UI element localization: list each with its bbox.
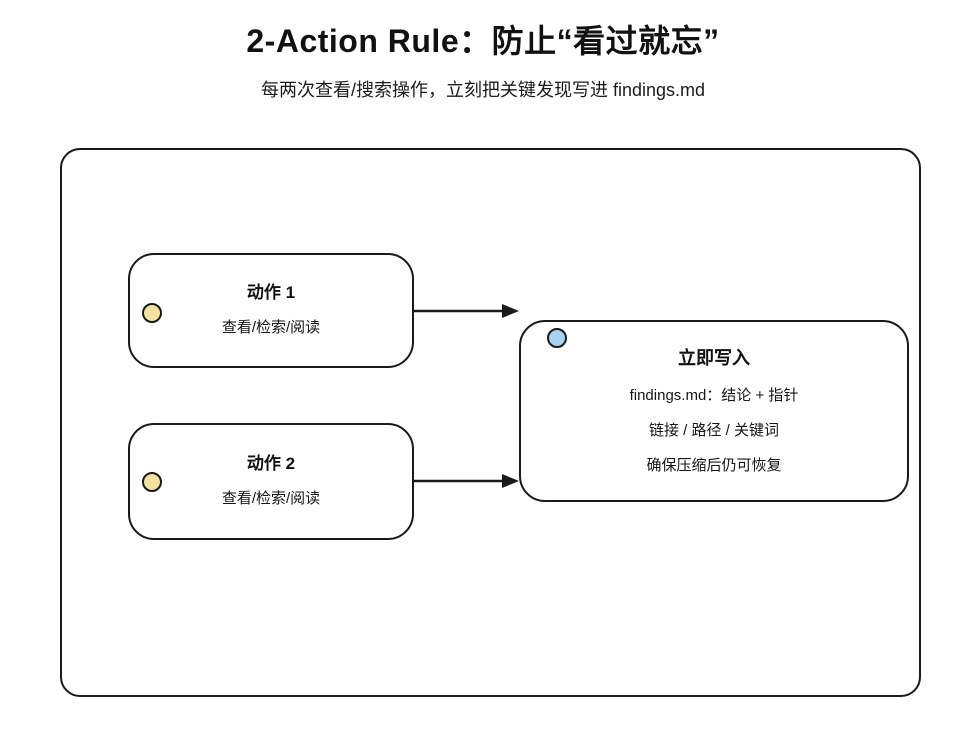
page-subtitle: 每两次查看/搜索操作，立刻把关键发现写进 findings.md — [260, 80, 706, 100]
action-1-title: 动作 1 — [246, 283, 296, 302]
action-2-subtitle: 查看/检索/阅读 — [221, 490, 321, 507]
action-1-subtitle: 查看/检索/阅读 — [221, 319, 321, 336]
node-write-now: 立即写入 findings.md：结论 + 指针 链接 / 路径 / 关键词 确… — [519, 320, 909, 502]
write-now-title: 立即写入 — [678, 347, 750, 368]
action-2-bullet-icon — [142, 472, 162, 492]
write-now-line-3: 确保压缩后仍可恢复 — [646, 456, 782, 474]
page-title: 2-Action Rule：防止“看过就忘” — [246, 23, 720, 59]
node-action-1: 动作 1 查看/检索/阅读 — [128, 253, 414, 368]
write-now-line-2: 链接 / 路径 / 关键词 — [648, 421, 779, 439]
write-now-line-1: findings.md：结论 + 指针 — [629, 386, 799, 404]
action-1-bullet-icon — [142, 303, 162, 323]
diagram-header: 2-Action Rule：防止“看过就忘” 每两次查看/搜索操作，立刻把关键发… — [0, 16, 966, 102]
action-2-title: 动作 2 — [246, 454, 296, 473]
node-action-2: 动作 2 查看/检索/阅读 — [128, 423, 414, 540]
write-now-bullet-icon — [547, 328, 567, 348]
